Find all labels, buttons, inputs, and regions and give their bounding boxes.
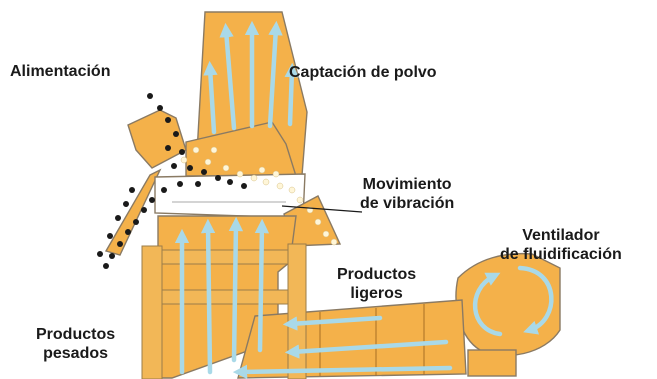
label-feed: Alimentación (10, 63, 111, 80)
hopper-base (185, 121, 297, 177)
label-heavy-products: Productos pesados (36, 326, 116, 362)
label-dust-collection: Captación de polvo (289, 64, 437, 81)
airflow-arrows (174, 20, 554, 379)
vibration-leader-line (281, 205, 363, 213)
heavy-discharge-chute (104, 168, 162, 256)
label-vibration: Movimiento de vibración (360, 176, 455, 212)
feed-chute (127, 109, 187, 169)
label-light-products: Productos ligeros (337, 266, 417, 302)
label-fluidization-fan: Ventilador de fluidificación (500, 227, 622, 263)
fan-housing (455, 252, 561, 357)
fan-motor (467, 349, 517, 377)
heavy-particles (97, 93, 247, 269)
vibration-indicator (164, 196, 363, 213)
light-particles (180, 146, 338, 246)
